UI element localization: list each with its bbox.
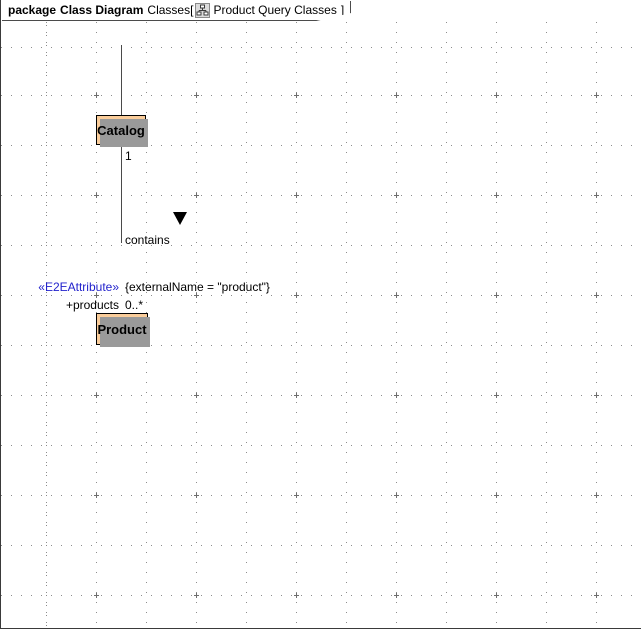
grid-hline [1,395,641,396]
diagram-kind-label: Class Diagram [60,3,144,17]
diagram-name-label[interactable]: Product Query Classes [213,3,337,17]
uml-class-product-label: Product [97,321,147,337]
grid-cross [294,393,299,398]
diagram-canvas[interactable]: 1 contains «E2EAttribute» {externalName … [1,22,641,628]
grid-hline [1,545,641,546]
window-top-rule [1,0,641,1]
grid-cross [294,293,299,298]
class-box-shadow [100,119,148,147]
grid-cross [294,193,299,198]
grid-cross [494,93,499,98]
grid-cross [594,293,599,298]
association-direction-triangle-icon [173,212,187,225]
association-source-multiplicity: 1 [125,149,132,163]
grid-hline [1,495,641,496]
association-name-label: contains [125,233,170,247]
grid-vline [296,22,297,628]
grid-hline [1,295,641,296]
grid-cross [194,393,199,398]
grid-vline [346,22,347,628]
grid-vline [446,22,447,628]
grid-cross [94,493,99,498]
grid-cross [494,593,499,598]
grid-cross [594,93,599,98]
grid-vline [396,22,397,628]
grid-cross [394,493,399,498]
grid-cross [394,593,399,598]
grid-vline [196,22,197,628]
grid-cross [594,593,599,598]
grid-vline [496,22,497,628]
association-target-role: +products [65,298,119,312]
package-keyword: package [8,3,57,17]
grid-hline [1,95,641,96]
grid-hline [1,345,641,346]
grid-cross [394,193,399,198]
grid-cross [594,493,599,498]
grid-hline [1,445,641,446]
grid-cross [194,593,199,598]
grid-hline [1,47,641,48]
association-target-constraint: {externalName = "product"} [125,280,270,294]
grid-cross [94,593,99,598]
grid-cross [294,493,299,498]
bracket-close: ] [340,3,345,17]
grid-cross [394,393,399,398]
association-target-stereotype: «E2EAttribute» [38,280,119,294]
grid-hline [1,195,641,196]
grid-vline [46,22,47,628]
grid-hline [1,245,641,246]
grid-cross [194,193,199,198]
grid-cross [594,193,599,198]
grid-cross [494,393,499,398]
package-name-label[interactable]: Classes [147,3,191,17]
grid-vline [246,22,247,628]
grid-cross [494,193,499,198]
grid-cross [494,493,499,498]
uml-class-catalog[interactable]: Catalog [96,115,148,147]
grid-cross [294,93,299,98]
package-hierarchy-icon [195,2,211,18]
bracket-open: [ [190,3,194,17]
uml-class-catalog-label: Catalog [97,122,145,138]
grid-hline [1,595,641,596]
grid-cross [394,93,399,98]
grid-cross [594,393,599,398]
association-target-multiplicity: 0..* [125,298,144,312]
uml-class-product[interactable]: Product [96,313,150,347]
class-box-shadow [100,317,150,347]
grid-cross [294,593,299,598]
grid-vline [546,22,547,628]
grid-hline [1,145,641,146]
grid-cross [94,193,99,198]
grid-cross [94,93,99,98]
grid-cross [394,293,399,298]
grid-vline [596,22,597,628]
grid-cross [494,293,499,298]
grid-cross [194,93,199,98]
grid-cross [194,493,199,498]
grid-cross [94,393,99,398]
